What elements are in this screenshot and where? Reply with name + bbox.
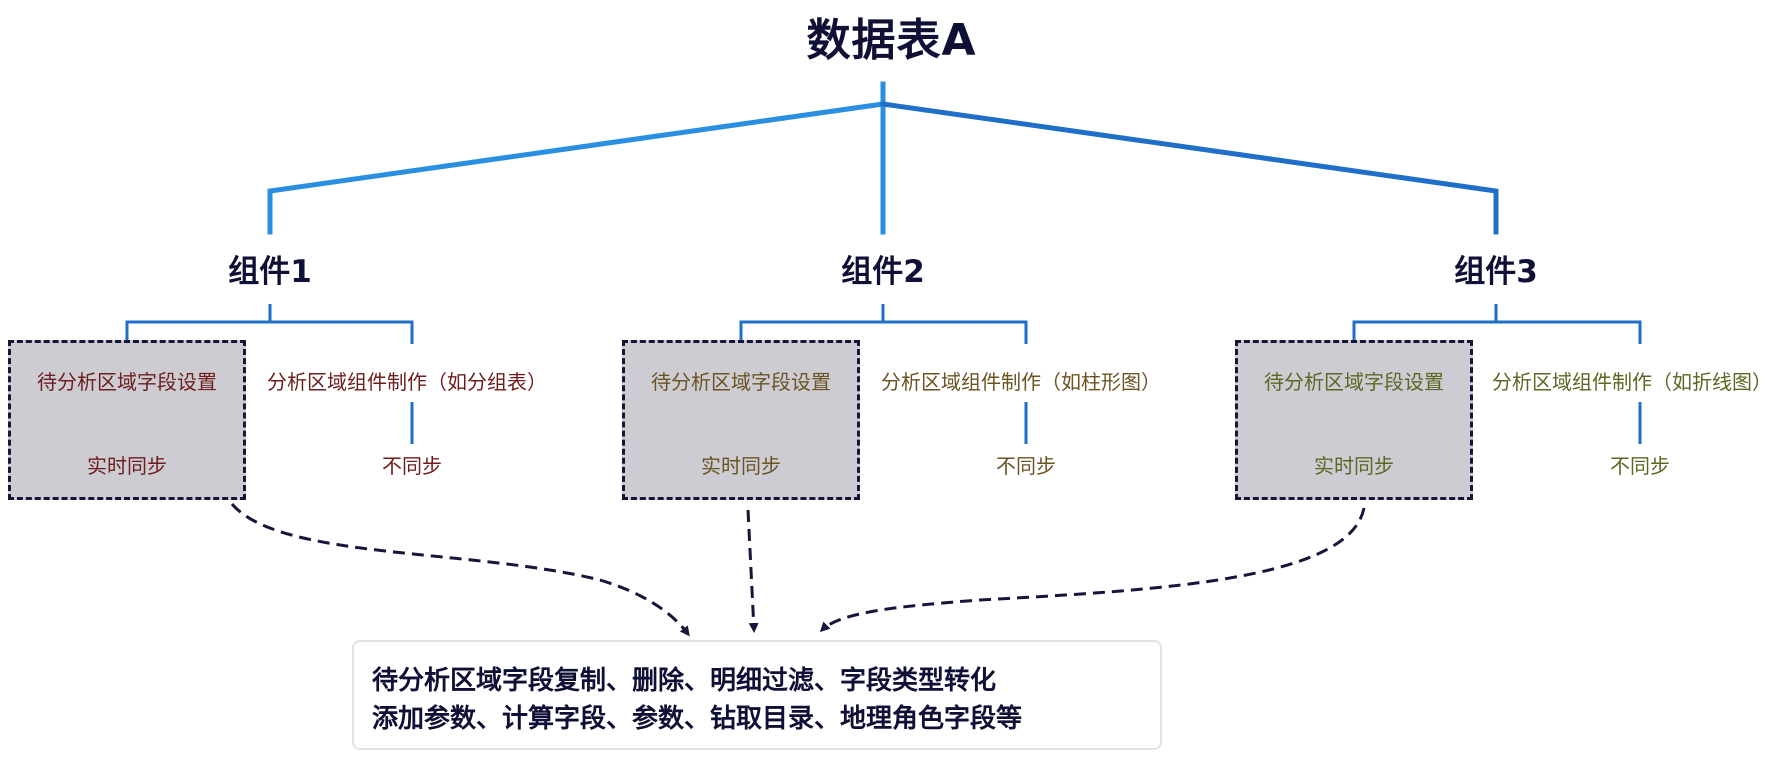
- component-2-no-sync: 不同步: [996, 454, 1056, 478]
- component-2-component-make: 分析区域组件制作（如柱形图）: [881, 370, 1161, 394]
- component-2-sync: 实时同步: [701, 454, 781, 478]
- component-3-field-setting: 待分析区域字段设置: [1264, 370, 1444, 394]
- component-1-sync: 实时同步: [87, 454, 167, 478]
- diagram-title: 数据表A: [806, 15, 977, 66]
- component-1-field-setting: 待分析区域字段设置: [37, 370, 217, 394]
- tree-branch-3: [880, 101, 1499, 235]
- summary-line-1: 待分析区域字段复制、删除、明细过滤、字段类型转化: [372, 666, 997, 696]
- summary-box: 待分析区域字段复制、删除、明细过滤、字段类型转化 添加参数、计算字段、参数、钻取…: [352, 640, 1162, 750]
- tree-branch-1: [267, 101, 886, 235]
- dashed-arrow-1: [230, 503, 690, 637]
- component-1-no-sync: 不同步: [382, 454, 442, 478]
- component-1-title: 组件1: [228, 254, 312, 290]
- component-3-title: 组件3: [1454, 254, 1538, 290]
- component-1-component-make: 分析区域组件制作（如分组表）: [267, 370, 547, 394]
- component-2-field-setting: 待分析区域字段设置: [651, 370, 831, 394]
- component-3-no-sync: 不同步: [1610, 454, 1670, 478]
- component-3-component-make: 分析区域组件制作（如折线图）: [1492, 370, 1772, 394]
- dashed-arrow-2: [746, 509, 759, 633]
- component-2-title: 组件2: [841, 254, 925, 290]
- field-setting-box-1: [8, 340, 246, 500]
- dashed-arrow-3: [819, 507, 1366, 633]
- component-3-sync: 实时同步: [1314, 454, 1394, 478]
- field-setting-box-2: [622, 340, 860, 500]
- summary-line-2: 添加参数、计算字段、参数、钻取目录、地理角色字段等: [372, 704, 1023, 734]
- field-setting-box-3: [1235, 340, 1473, 500]
